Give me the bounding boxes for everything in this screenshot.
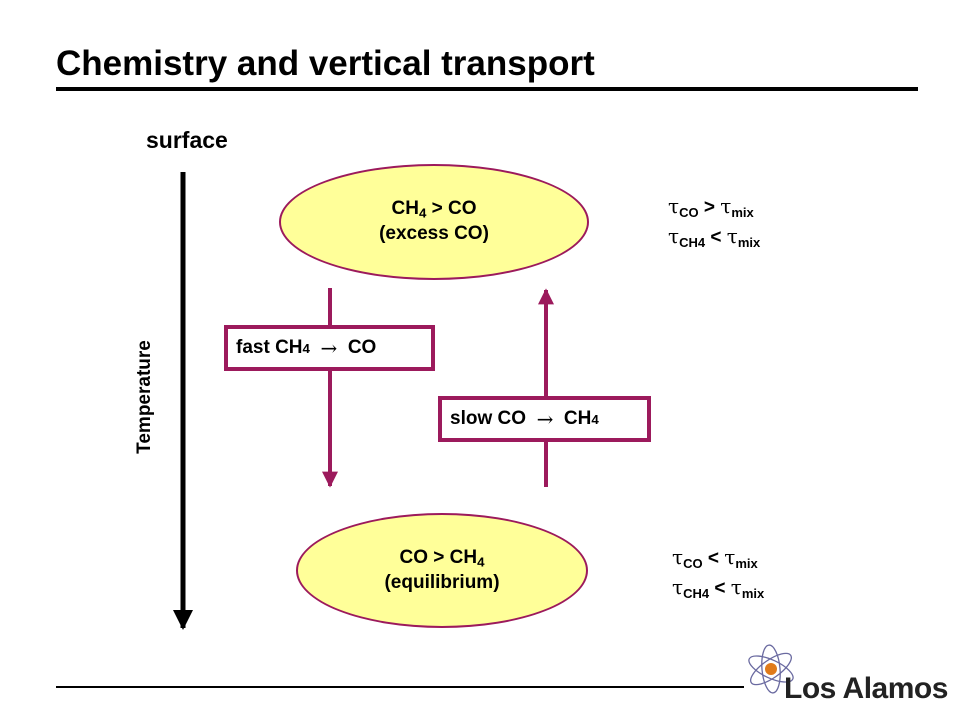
lower-relation-ch4: τCH4 < τmix [672,574,765,601]
lower-state-line2: (equilibrium) [384,571,500,593]
upper-relation-ch4: τCH4 < τmix [668,223,761,250]
upper-state-line2: (excess CO) [379,223,489,244]
lower-state-line1: CO > CH4 [399,546,485,570]
lower-timescale-relations: τCO < τmix τCH4 < τmix [672,545,764,601]
footer-rule [56,686,744,688]
surface-label: surface [146,127,228,153]
slide-title: Chemistry and vertical transport [56,44,595,83]
los-alamos-logo: Los Alamos [784,672,948,705]
upper-timescale-relations: τCO > τmix τCH4 < τmix [668,194,760,250]
lower-state-ellipse: CO > CH4 (equilibrium) [296,513,588,628]
upper-relation-co: τCO > τmix [668,194,754,220]
upper-state-line1: CH4 > CO [391,198,477,221]
lower-relation-co: τCO < τmix [672,545,758,571]
atom-logo-icon [748,644,794,694]
title-underline [56,87,918,91]
upper-state-ellipse: CH4 > CO (excess CO) [279,164,589,280]
